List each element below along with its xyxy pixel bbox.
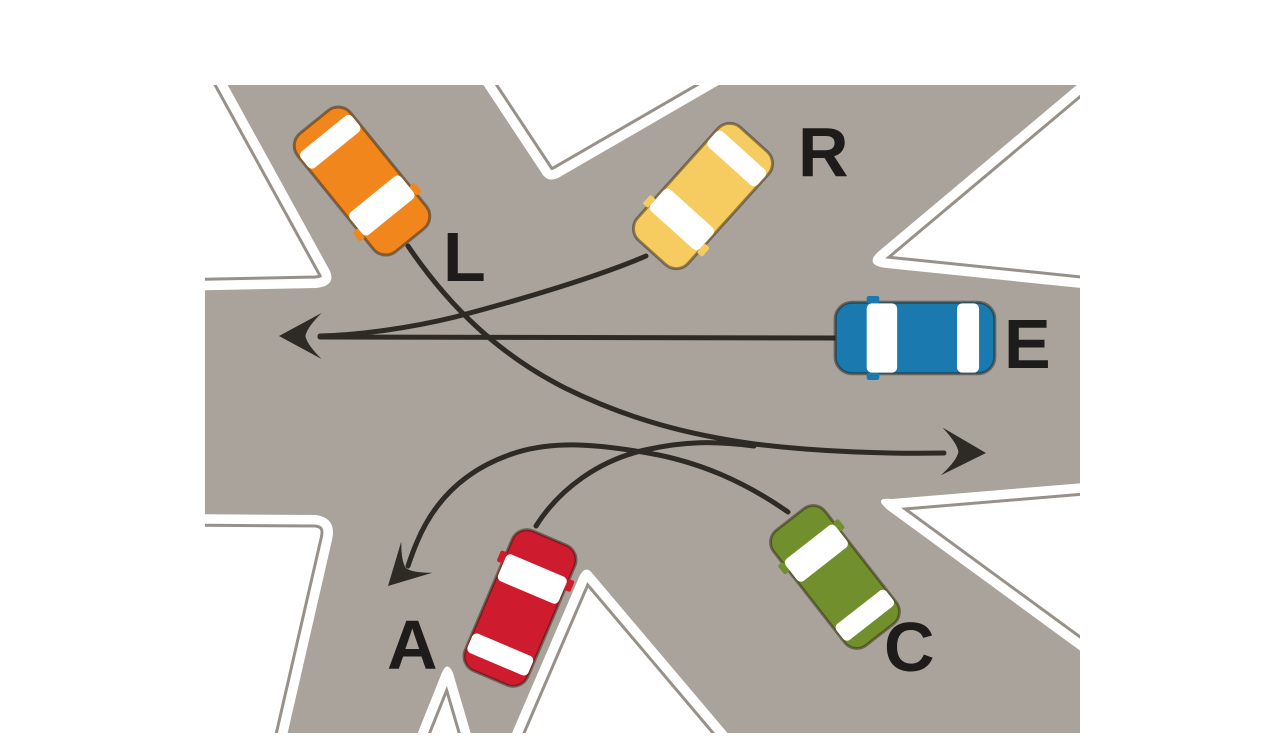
label-car-a: A: [387, 606, 438, 684]
label-car-l: L: [443, 218, 486, 296]
path-car-l: [405, 243, 947, 456]
label-car-e: E: [1004, 305, 1051, 383]
intersection-diagram: L R E A C: [205, 85, 1080, 733]
car-e-icon: [833, 294, 997, 382]
driving-paths: [317, 243, 947, 569]
path-car-c: [405, 442, 791, 569]
label-car-c: C: [884, 608, 935, 686]
path-car-e: [317, 334, 839, 341]
label-car-r: R: [798, 113, 849, 191]
path-car-r: [317, 253, 649, 339]
